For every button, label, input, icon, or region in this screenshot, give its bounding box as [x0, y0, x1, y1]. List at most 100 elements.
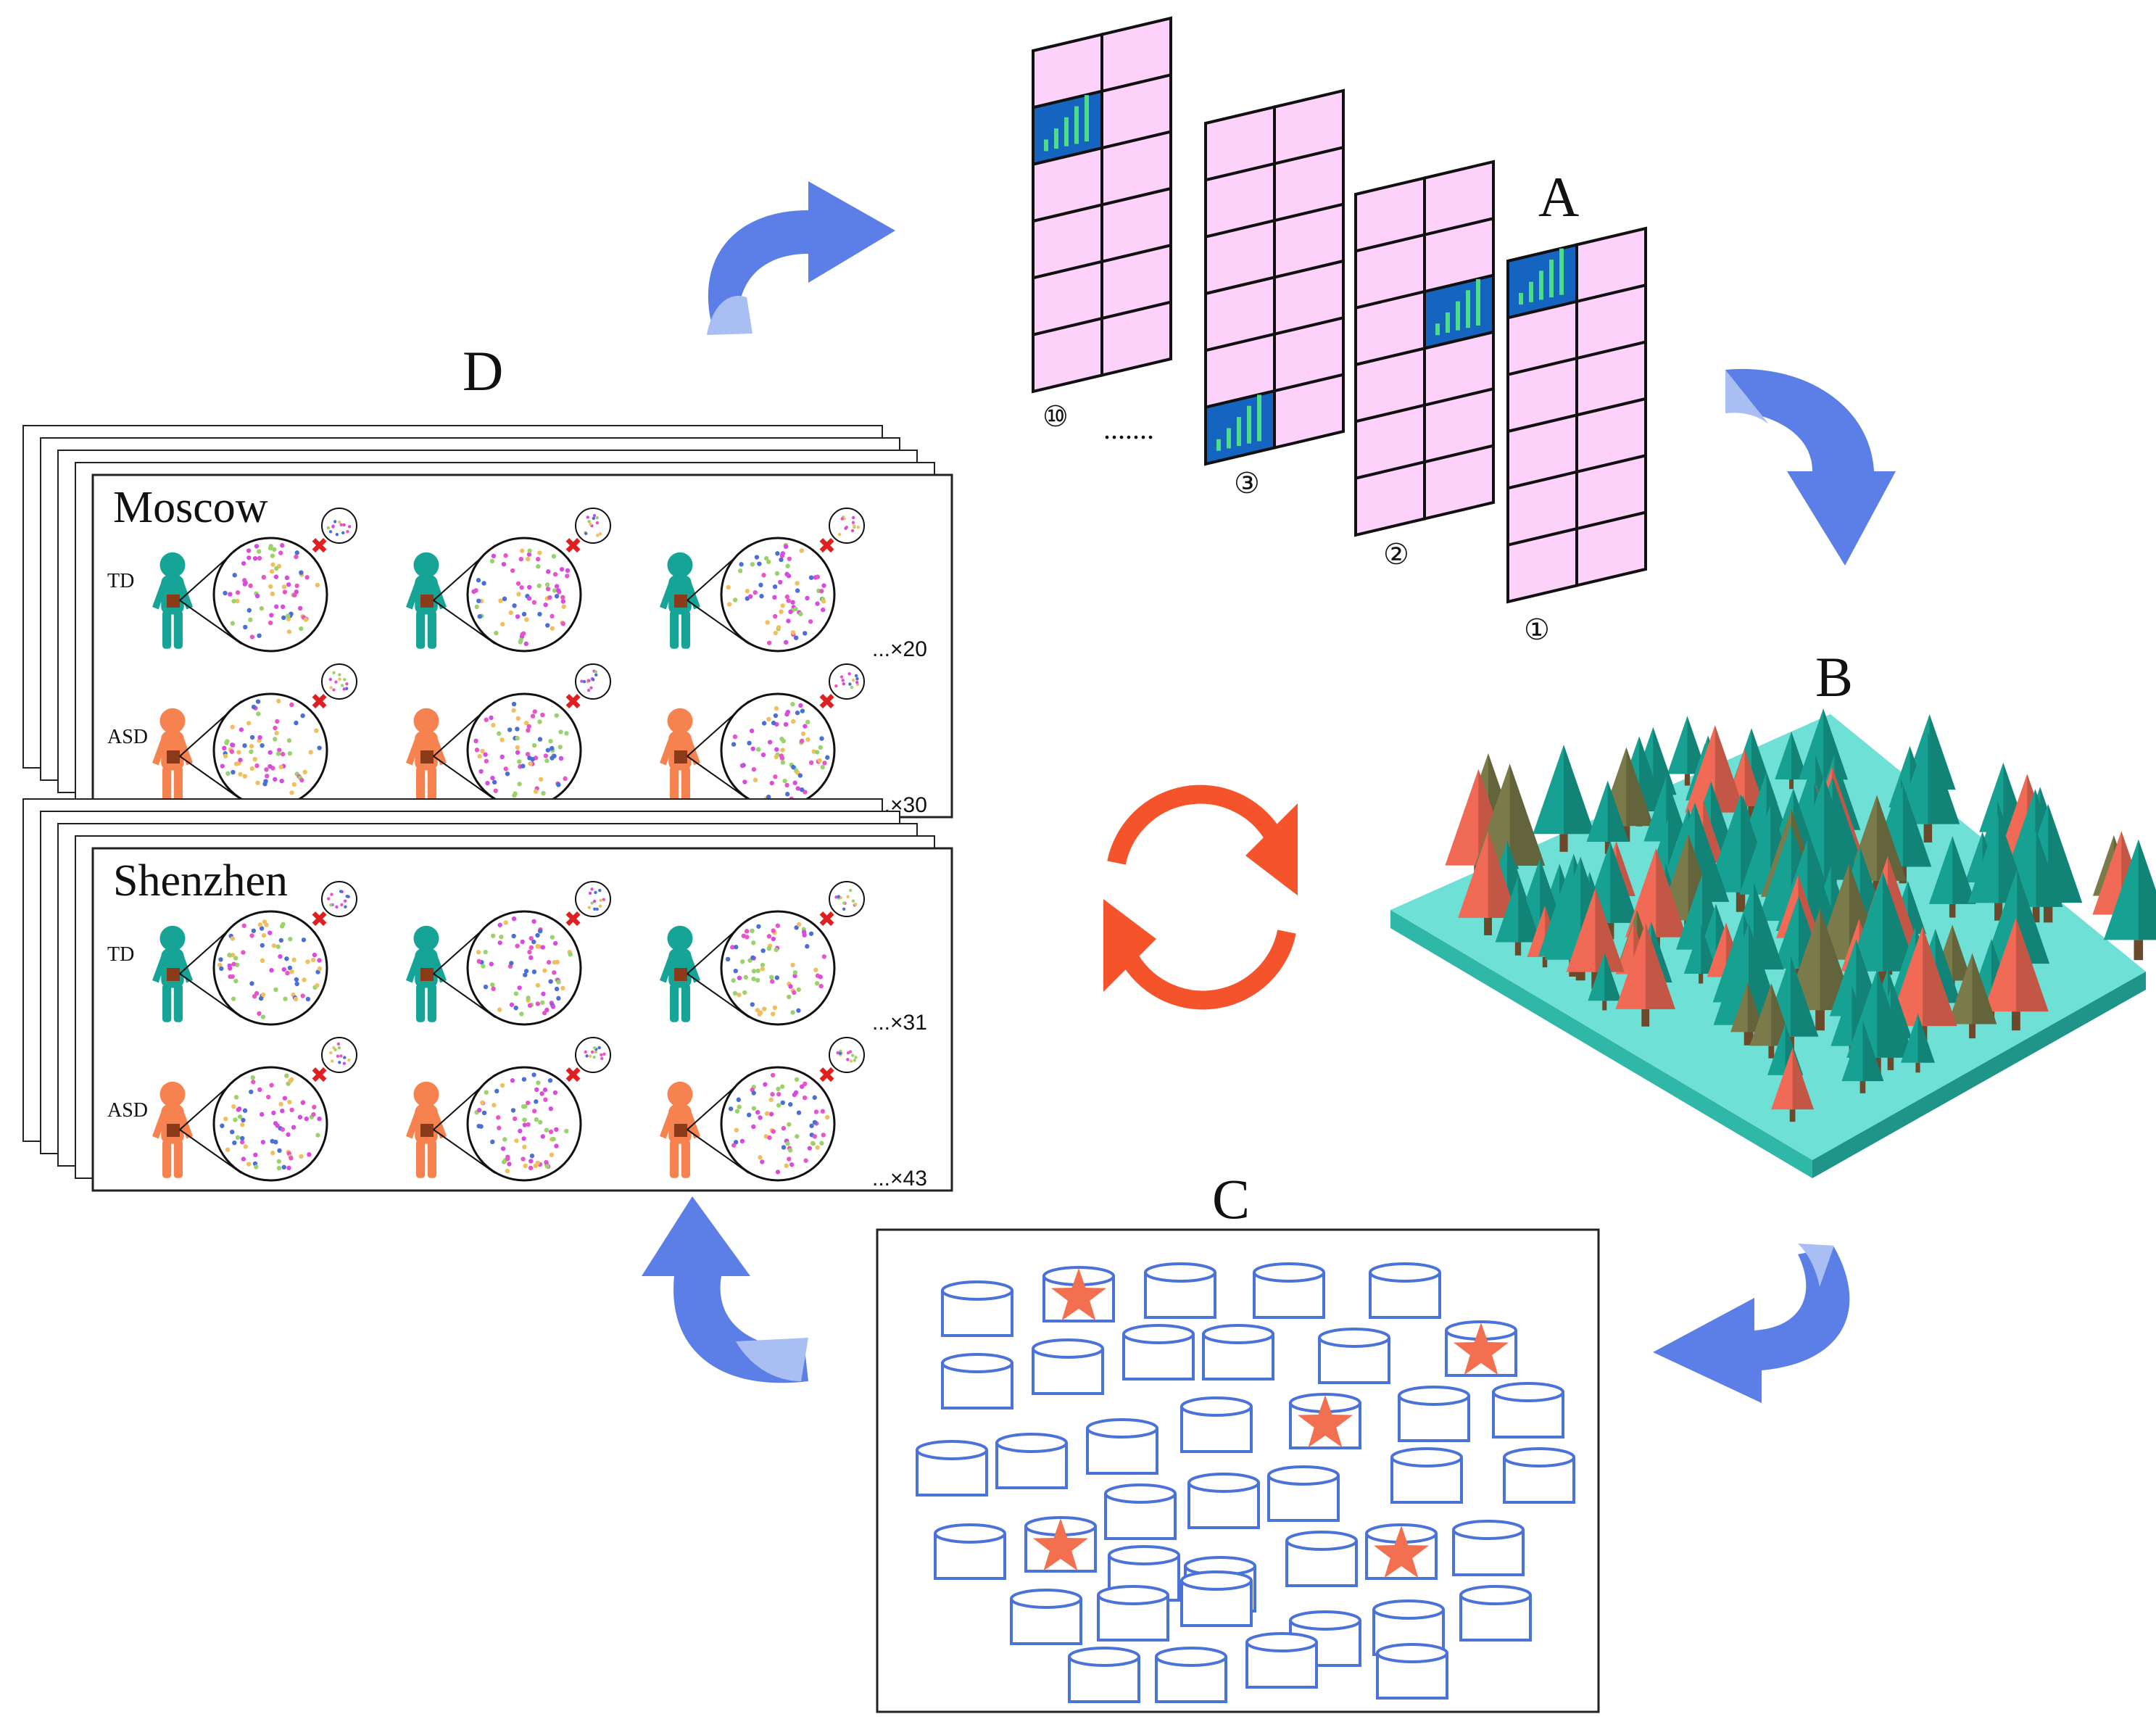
microbe-dot: [257, 1087, 262, 1093]
tree-crown: [1683, 924, 1718, 974]
microbe-dot: [274, 566, 279, 571]
sample-thumb: [575, 1037, 611, 1073]
microbe-dot: [299, 570, 304, 575]
tree-trunk: [1736, 892, 1746, 912]
arrow-a-to-b: [1725, 368, 1896, 566]
microbe-dot: [342, 1061, 347, 1065]
microbe-dot: [330, 893, 333, 896]
microbiome-circle: [720, 910, 836, 1026]
microbe-dot: [277, 748, 282, 753]
microbe-dot: [526, 1100, 531, 1106]
microbe-dot: [284, 956, 289, 961]
microbe-dot: [768, 974, 774, 980]
microbe-dot: [281, 1164, 286, 1170]
frame-number-2: ②: [1383, 538, 1409, 571]
microbe-dot: [847, 672, 851, 676]
tree-shade: [1792, 1048, 1814, 1110]
microbe-dot: [339, 1054, 343, 1058]
microbe-dot: [503, 766, 508, 771]
microbe-dot: [232, 573, 237, 578]
microbe-dot: [235, 1135, 241, 1141]
microbe-dot: [820, 764, 825, 770]
microbe-dot: [766, 934, 772, 939]
microbe-dot: [476, 959, 481, 964]
cylinder-top: [1180, 1396, 1253, 1417]
microbe-dot: [803, 1158, 808, 1163]
microbe-dot: [490, 982, 495, 988]
label-b: B: [1815, 645, 1853, 708]
microbe-dot: [767, 1135, 772, 1141]
database-cylinder: [1155, 1647, 1227, 1703]
microbe-dot: [530, 713, 536, 719]
microbe-dot: [807, 1146, 813, 1151]
microbe-dot: [269, 568, 275, 574]
microbe-dot: [820, 1109, 826, 1114]
microbe-dot: [540, 712, 545, 718]
gut-marker: [420, 595, 434, 608]
microbe-dot: [289, 1077, 294, 1083]
microbe-dot: [228, 974, 233, 980]
tree-crown: [1775, 731, 1808, 780]
microbe-dot: [560, 595, 565, 600]
cylinder-body: [1452, 1530, 1525, 1576]
microbe-dot: [480, 748, 485, 754]
cylinder-top: [1108, 1545, 1180, 1565]
microbe-dot: [500, 621, 505, 627]
microbe-dot: [282, 589, 288, 595]
microbe-dot: [838, 1051, 842, 1056]
microbe-dot: [345, 894, 349, 898]
tree-crown: [1586, 780, 1629, 842]
microbe-dot: [236, 1107, 241, 1112]
microbe-dot: [537, 929, 543, 934]
microbe-dot: [343, 1056, 347, 1059]
tree-shade: [1998, 814, 2029, 903]
microbe-dot: [517, 759, 522, 764]
database-cylinder: [1032, 1338, 1104, 1395]
tree-trunk: [2012, 1011, 2020, 1031]
tree: [2103, 839, 2156, 961]
microbe-dot: [274, 604, 279, 609]
microbe-dot: [289, 702, 294, 708]
microbe-dot: [273, 725, 278, 731]
microbe-dot: [476, 1107, 482, 1113]
cylinder-body: [1032, 1349, 1104, 1395]
microbe-dot: [774, 947, 779, 953]
microbe-dot: [842, 682, 846, 686]
microbe-dot: [280, 543, 285, 548]
microbe-dot: [542, 1087, 548, 1093]
microbe-dot: [543, 1097, 548, 1102]
tree-shade: [1509, 763, 1546, 866]
database-cylinder: [1202, 1324, 1274, 1381]
microbe-dot: [502, 596, 507, 602]
microbe-dot: [317, 745, 322, 750]
microbe-dot: [563, 776, 568, 782]
microbe-dot: [269, 967, 274, 973]
microbe-dot: [233, 1117, 238, 1122]
microbe-dot: [770, 1092, 775, 1097]
cylinder-body: [1285, 1541, 1358, 1587]
microbe-dot: [522, 1122, 528, 1127]
microbe-dot: [241, 950, 246, 955]
microbe-dot: [784, 782, 789, 788]
microbe-dot: [599, 898, 602, 902]
microbe-dot: [586, 516, 589, 519]
database-cylinder: [995, 1433, 1068, 1489]
microbe-dot: [774, 975, 780, 980]
database-cylinder: [1376, 1643, 1448, 1700]
cylinder-body: [1398, 1396, 1470, 1442]
microbe-dot: [792, 970, 798, 975]
microbe-dot: [343, 678, 347, 682]
database-cylinder: [941, 1280, 1013, 1337]
microbe-dot: [334, 680, 338, 684]
microbe-dot: [589, 522, 592, 526]
database-cylinder: [1365, 1523, 1438, 1580]
microbe-dot: [536, 564, 541, 569]
microbe-dot: [497, 922, 502, 927]
microbe-dot: [602, 898, 606, 901]
tree-shade: [1604, 952, 1622, 1001]
selected-star-icon: [1297, 1395, 1353, 1448]
panel-b-forest: [1390, 708, 2156, 1178]
microbe-dot: [771, 928, 776, 933]
microbe-dot: [476, 578, 481, 583]
gut-marker: [674, 968, 687, 981]
